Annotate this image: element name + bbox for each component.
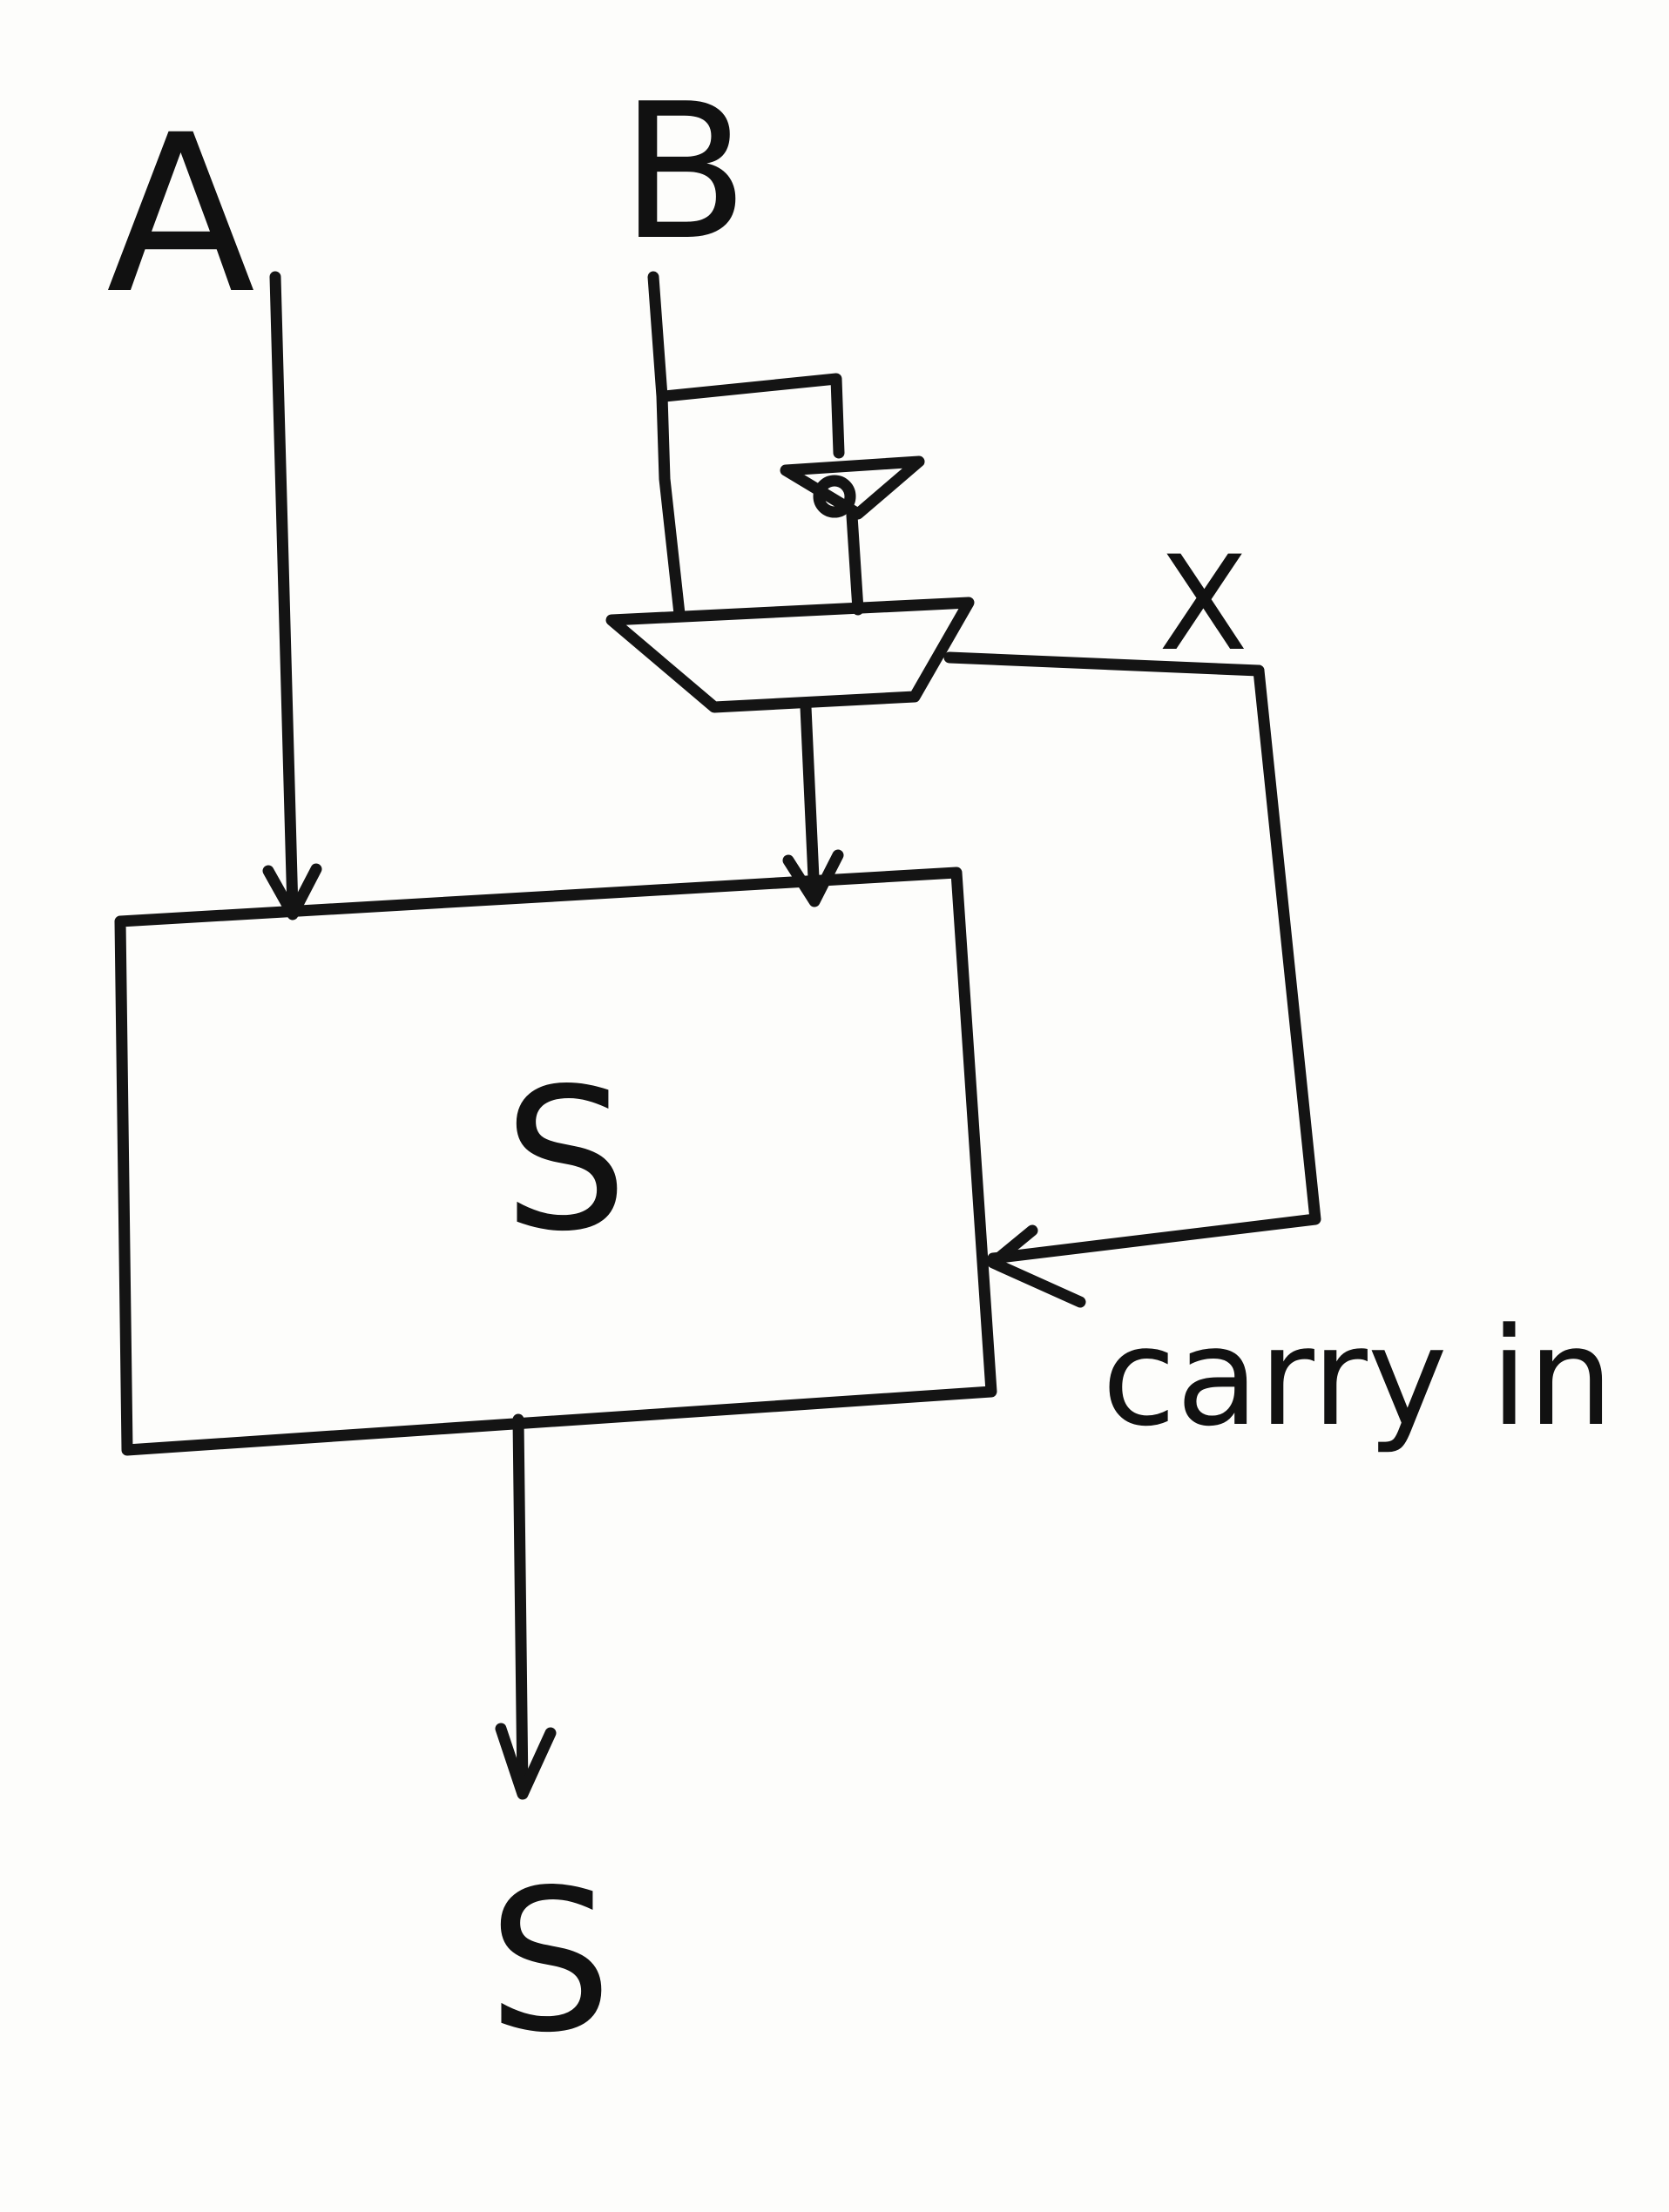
input-a-label: A — [106, 88, 255, 341]
wire-b-branch — [659, 373, 845, 459]
adder-label: S — [503, 1047, 628, 1275]
arrow-output-head — [495, 1723, 557, 1800]
wire-inverter-out — [846, 509, 864, 616]
wire-output — [512, 1413, 529, 1796]
mux-shape — [605, 597, 975, 713]
wire-a — [269, 271, 299, 916]
arrow-mux-head — [782, 849, 844, 907]
carry-in-arrowhead — [987, 1224, 1086, 1308]
inverter-bubble — [813, 475, 856, 518]
select-line — [943, 651, 1265, 677]
adder-box — [114, 867, 997, 1456]
wire-mux-out — [800, 701, 821, 903]
input-b-label: B — [620, 63, 749, 281]
carry-in-line — [987, 664, 1321, 1264]
select-x-label: X — [1159, 529, 1248, 680]
output-s-label: S — [488, 1848, 612, 2076]
wire-b — [647, 271, 686, 620]
carry-in-label: carry in — [1102, 1298, 1613, 1456]
